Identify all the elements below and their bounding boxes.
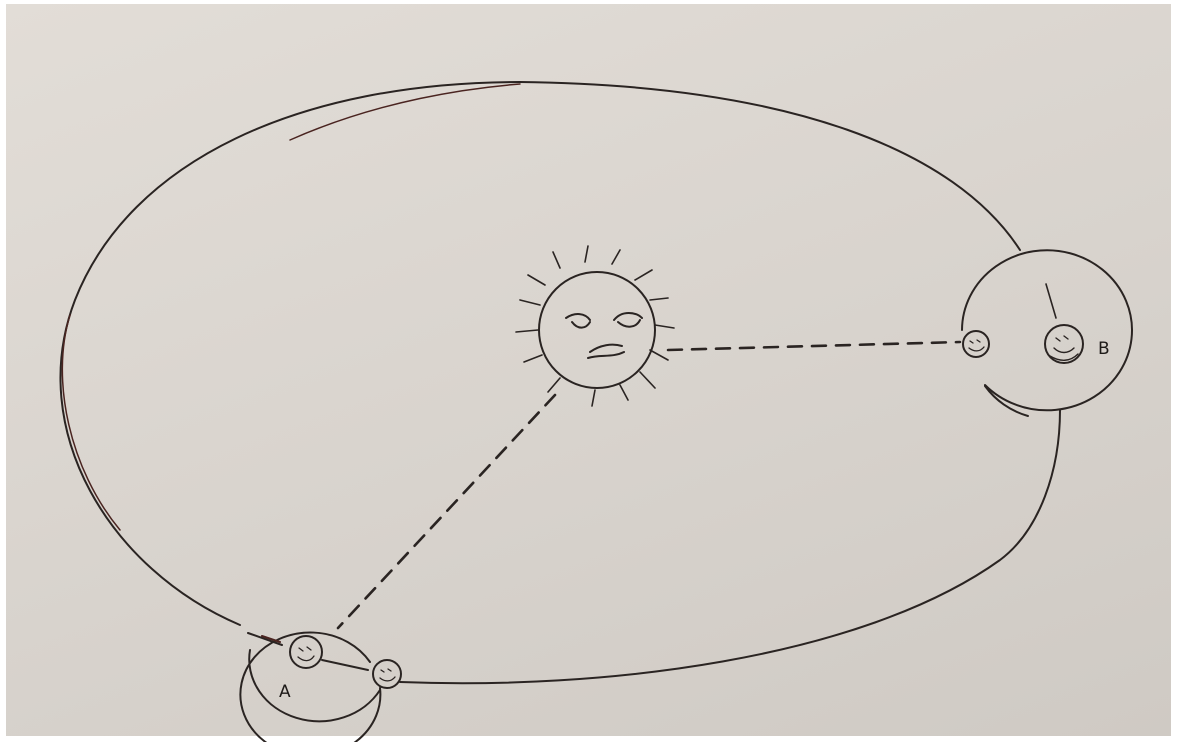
orbit-ellipse-left-shading <box>62 315 120 530</box>
orbit-ellipse <box>60 82 1020 625</box>
dashed-line-sun-to-a <box>338 395 555 628</box>
dashed-line-sun-to-b <box>668 342 960 350</box>
label-b: B <box>1098 339 1110 359</box>
planet-orbit-circle-b <box>962 250 1132 416</box>
satellite-at-a <box>373 660 401 688</box>
orbit-ellipse-lower-segment <box>400 410 1060 683</box>
label-a: A <box>279 682 291 702</box>
moon-at-b <box>1045 325 1083 363</box>
satellite-at-b <box>963 331 989 357</box>
sun-icon <box>516 246 674 406</box>
moon-at-a <box>290 636 322 668</box>
orbit-ellipse-upper-left-shading <box>290 84 520 140</box>
